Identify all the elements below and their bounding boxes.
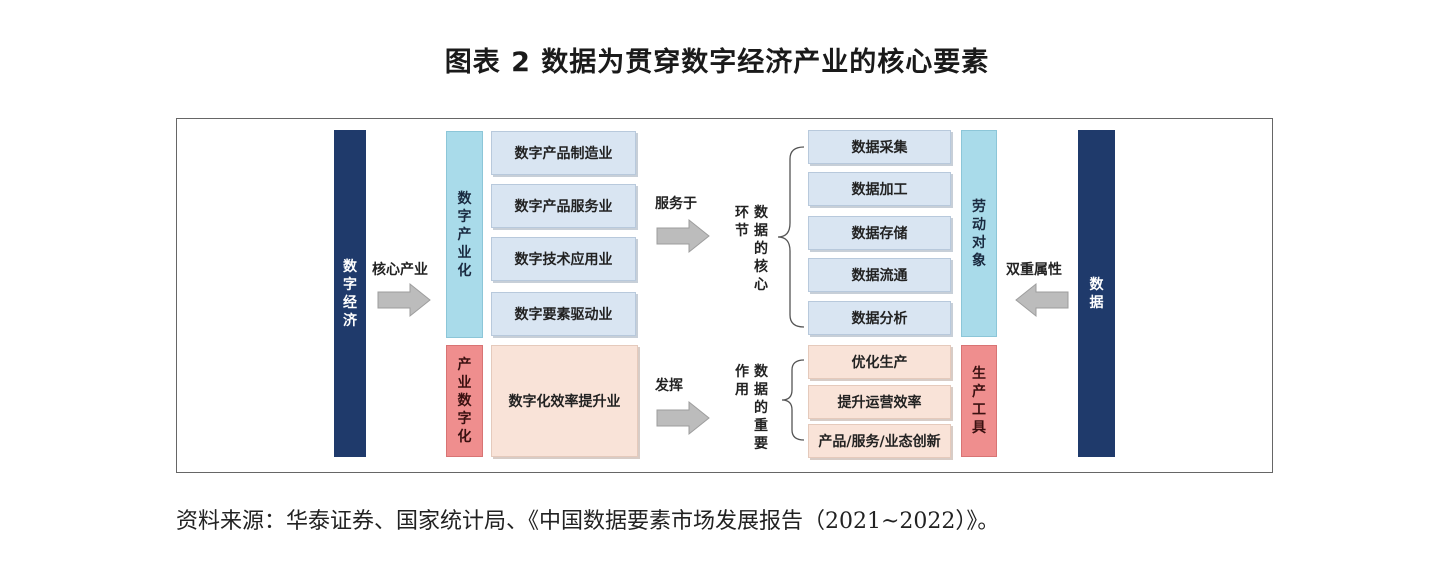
vertical-char: 工	[972, 402, 986, 418]
vertical-char: 数	[754, 364, 768, 380]
roles-brace	[781, 359, 805, 441]
vertical-char: 对	[972, 234, 986, 251]
serves-label: 服务于	[655, 196, 697, 212]
vertical-char: 数	[754, 205, 768, 221]
vertical-char: 产	[972, 384, 986, 400]
vertical-char: 字	[457, 411, 472, 427]
industry-item-2: 数字产品服务业	[491, 184, 636, 228]
vertical-char: 济	[343, 312, 357, 329]
important-role-label-col2: 数据的重要	[752, 363, 770, 453]
vertical-char: 化	[457, 262, 472, 279]
data-stage-analyze: 数据分析	[808, 301, 951, 335]
vertical-char: 字	[457, 208, 472, 225]
vertical-char: 字	[343, 276, 357, 293]
core-stage-label-col1: 环节	[733, 204, 751, 240]
exert-label: 发挥	[655, 378, 683, 394]
important-role-label-col1: 作用	[733, 363, 751, 399]
role-improve-efficiency: 提升运营效率	[808, 385, 951, 419]
industrial-digitalization-bar: 产业数字化	[446, 345, 483, 457]
industry-item-4: 数字要素驱动业	[491, 292, 636, 336]
vertical-char: 数	[457, 393, 472, 409]
labor-object-bar: 劳动对象	[961, 130, 997, 337]
vertical-char: 经	[343, 294, 357, 311]
right-arrow-icon	[656, 218, 710, 254]
digital-economy-bar: 数字经济	[334, 130, 366, 457]
vertical-char: 产	[457, 226, 472, 243]
vertical-char: 重	[754, 418, 768, 434]
data-bar: 数据	[1078, 130, 1115, 457]
right-arrow-icon	[377, 282, 431, 318]
vertical-char: 具	[972, 420, 986, 436]
digital-industrialization-bar: 数字产业化	[446, 131, 483, 338]
dual-attribute-label: 双重属性	[1006, 262, 1062, 278]
vertical-char: 的	[754, 400, 768, 416]
right-arrow-icon	[656, 400, 710, 436]
data-stage-process: 数据加工	[808, 172, 951, 206]
role-optimize-production: 优化生产	[808, 345, 951, 379]
vertical-char: 用	[735, 382, 749, 398]
vertical-char: 心	[754, 277, 768, 293]
vertical-char: 业	[457, 244, 472, 261]
data-stage-store: 数据存储	[808, 216, 951, 250]
core-stage-label-col2: 数据的核心	[752, 204, 770, 294]
vertical-char: 要	[754, 436, 768, 452]
industry-item-1: 数字产品制造业	[491, 131, 636, 175]
production-tool-bar: 生产工具	[961, 345, 997, 457]
vertical-char: 劳	[972, 198, 986, 215]
vertical-char: 产	[457, 357, 472, 373]
vertical-char: 节	[735, 223, 749, 239]
vertical-char: 核	[754, 259, 768, 275]
role-innovation: 产品/服务/业态创新	[808, 424, 951, 458]
vertical-char: 化	[457, 429, 472, 445]
vertical-char: 作	[735, 364, 749, 380]
figure-title: 图表 2 数据为贯穿数字经济产业的核心要素	[444, 47, 990, 78]
vertical-char: 的	[754, 241, 768, 257]
data-stage-circulate: 数据流通	[808, 258, 951, 292]
vertical-char: 据	[754, 223, 768, 239]
vertical-char: 业	[457, 375, 472, 391]
vertical-char: 数	[343, 258, 357, 275]
vertical-char: 数	[1089, 276, 1104, 293]
vertical-char: 象	[972, 252, 986, 269]
diagram-frame	[176, 118, 1273, 473]
vertical-char: 动	[972, 216, 986, 233]
vertical-char: 据	[754, 382, 768, 398]
core-industry-label: 核心产业	[372, 262, 428, 278]
source-note: 资料来源：华泰证券、国家统计局、《中国数据要素市场发展报告（2021~2022）…	[176, 509, 1000, 534]
vertical-char: 生	[972, 366, 986, 382]
vertical-char: 据	[1089, 294, 1104, 311]
efficiency-improvement-item: 数字化效率提升业	[491, 345, 638, 457]
vertical-char: 环	[735, 205, 749, 221]
data-stages-brace	[777, 146, 805, 328]
industry-item-3: 数字技术应用业	[491, 237, 636, 281]
left-arrow-icon	[1015, 282, 1069, 318]
vertical-char: 数	[457, 190, 472, 207]
data-stage-collect: 数据采集	[808, 130, 951, 164]
